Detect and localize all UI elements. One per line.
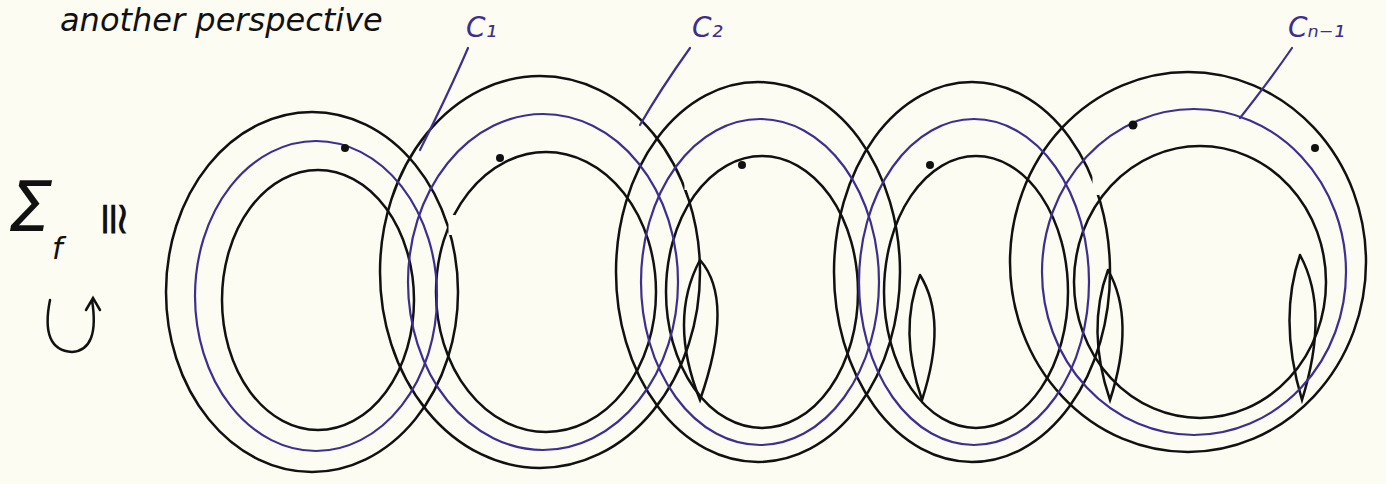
congruence-symbol: ≅ [92, 200, 138, 239]
heading-note: another perspective [60, 4, 383, 36]
curve-label: C₁ [466, 14, 497, 42]
surface-symbol: Σ [8, 172, 52, 242]
curve-label: Cₙ₋₁ [1288, 14, 1345, 42]
curve-label: C₂ [692, 14, 723, 42]
subscript: f [52, 234, 63, 264]
